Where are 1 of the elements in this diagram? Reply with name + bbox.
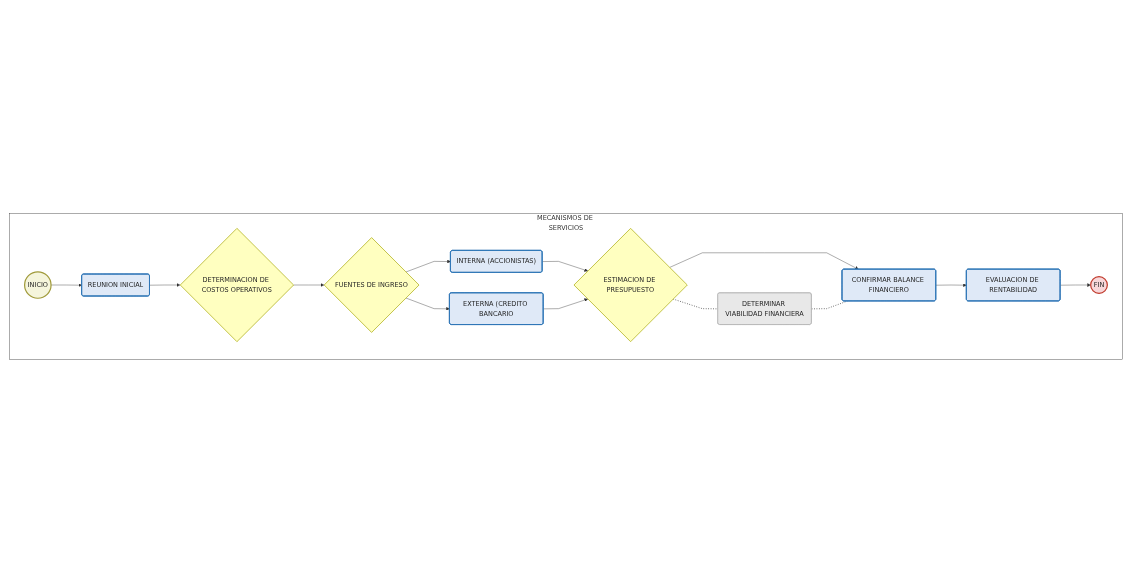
connector xyxy=(672,298,719,310)
